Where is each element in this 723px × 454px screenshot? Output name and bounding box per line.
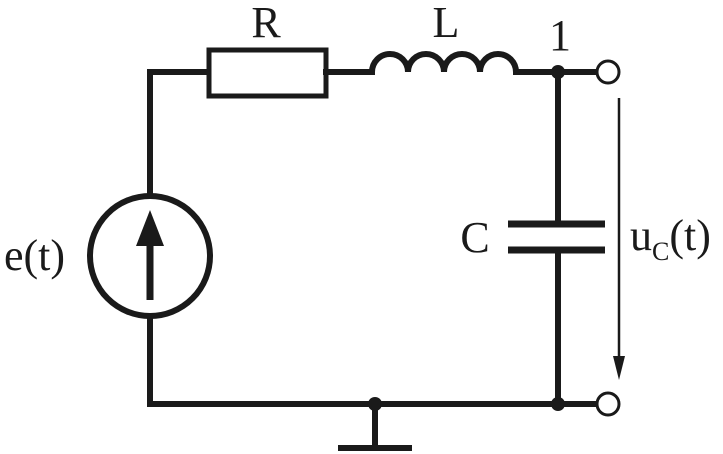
voltage-label-sub: C (652, 237, 669, 266)
junction-bottom-right (551, 397, 565, 411)
junction-node-1 (551, 65, 565, 79)
voltage-arrow-head (613, 356, 625, 380)
wire-bottom (147, 315, 599, 407)
voltage-label-main: u (630, 211, 652, 260)
voltage-label: uC(t) (630, 211, 711, 266)
voltage-label-tail: (t) (669, 211, 711, 260)
resistor-label: R (251, 0, 281, 47)
capacitor-label: C (460, 213, 489, 262)
source-label: e(t) (4, 231, 65, 280)
junction-ground (368, 397, 382, 411)
inductor (369, 51, 519, 73)
inductor-label: L (433, 0, 460, 47)
terminal-top (595, 59, 621, 85)
resistor (206, 47, 329, 99)
source-arrow-head (136, 210, 164, 246)
wire-top-left (147, 69, 212, 195)
node-label: 1 (549, 11, 571, 60)
terminal-bottom (595, 391, 621, 417)
